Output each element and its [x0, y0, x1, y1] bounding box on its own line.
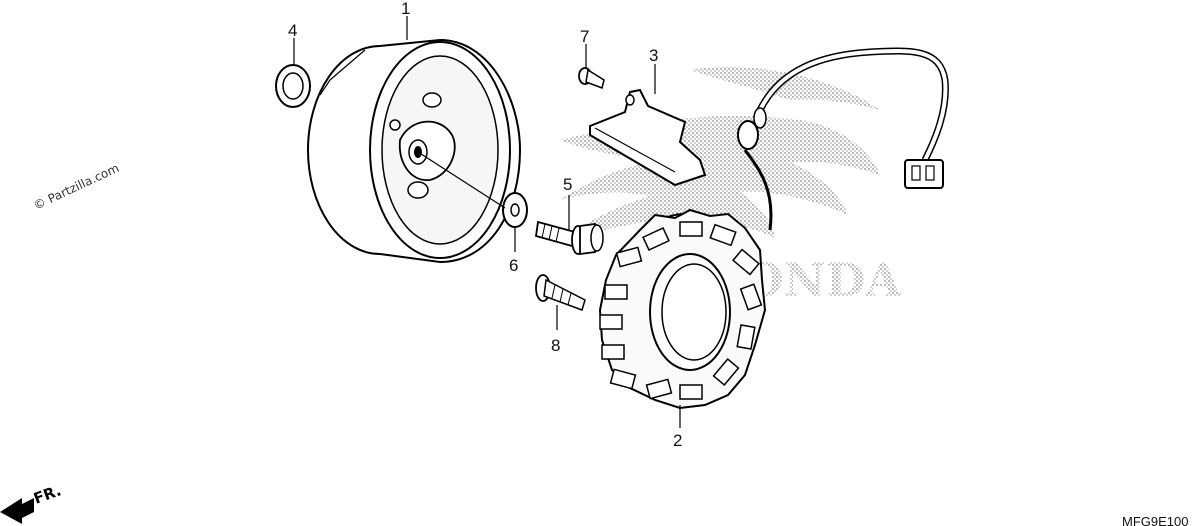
flange-bolt-part-5: [534, 220, 604, 256]
callout-5: 5: [563, 175, 572, 194]
front-direction-arrow: FR.: [0, 481, 63, 524]
diagram-code: MFG9E100: [1122, 514, 1188, 526]
flywheel-part-1: [307, 38, 522, 264]
callout-3: 3: [649, 46, 658, 65]
callout-7: 7: [580, 27, 589, 46]
stator-screw-part-8: [535, 274, 586, 311]
stator-part-2: [598, 208, 767, 410]
direction-label: FR.: [31, 481, 63, 507]
washer-part-4: [275, 64, 311, 108]
small-bolt-part-7: [578, 67, 605, 89]
wire-harness: [737, 47, 949, 231]
callout-1: 1: [401, 0, 410, 18]
bracket-part-3: [589, 88, 707, 187]
leader-lines: [293, 16, 681, 428]
callout-2: 2: [673, 431, 682, 450]
flat-washer-part-6: [502, 192, 528, 228]
callout-6: 6: [509, 256, 518, 275]
callouts: 1 2 3 4 5 6 7 8: [288, 0, 682, 450]
callout-4: 4: [288, 21, 297, 40]
watermark-text: © Partzilla.com: [31, 161, 121, 213]
callout-8: 8: [551, 336, 560, 355]
